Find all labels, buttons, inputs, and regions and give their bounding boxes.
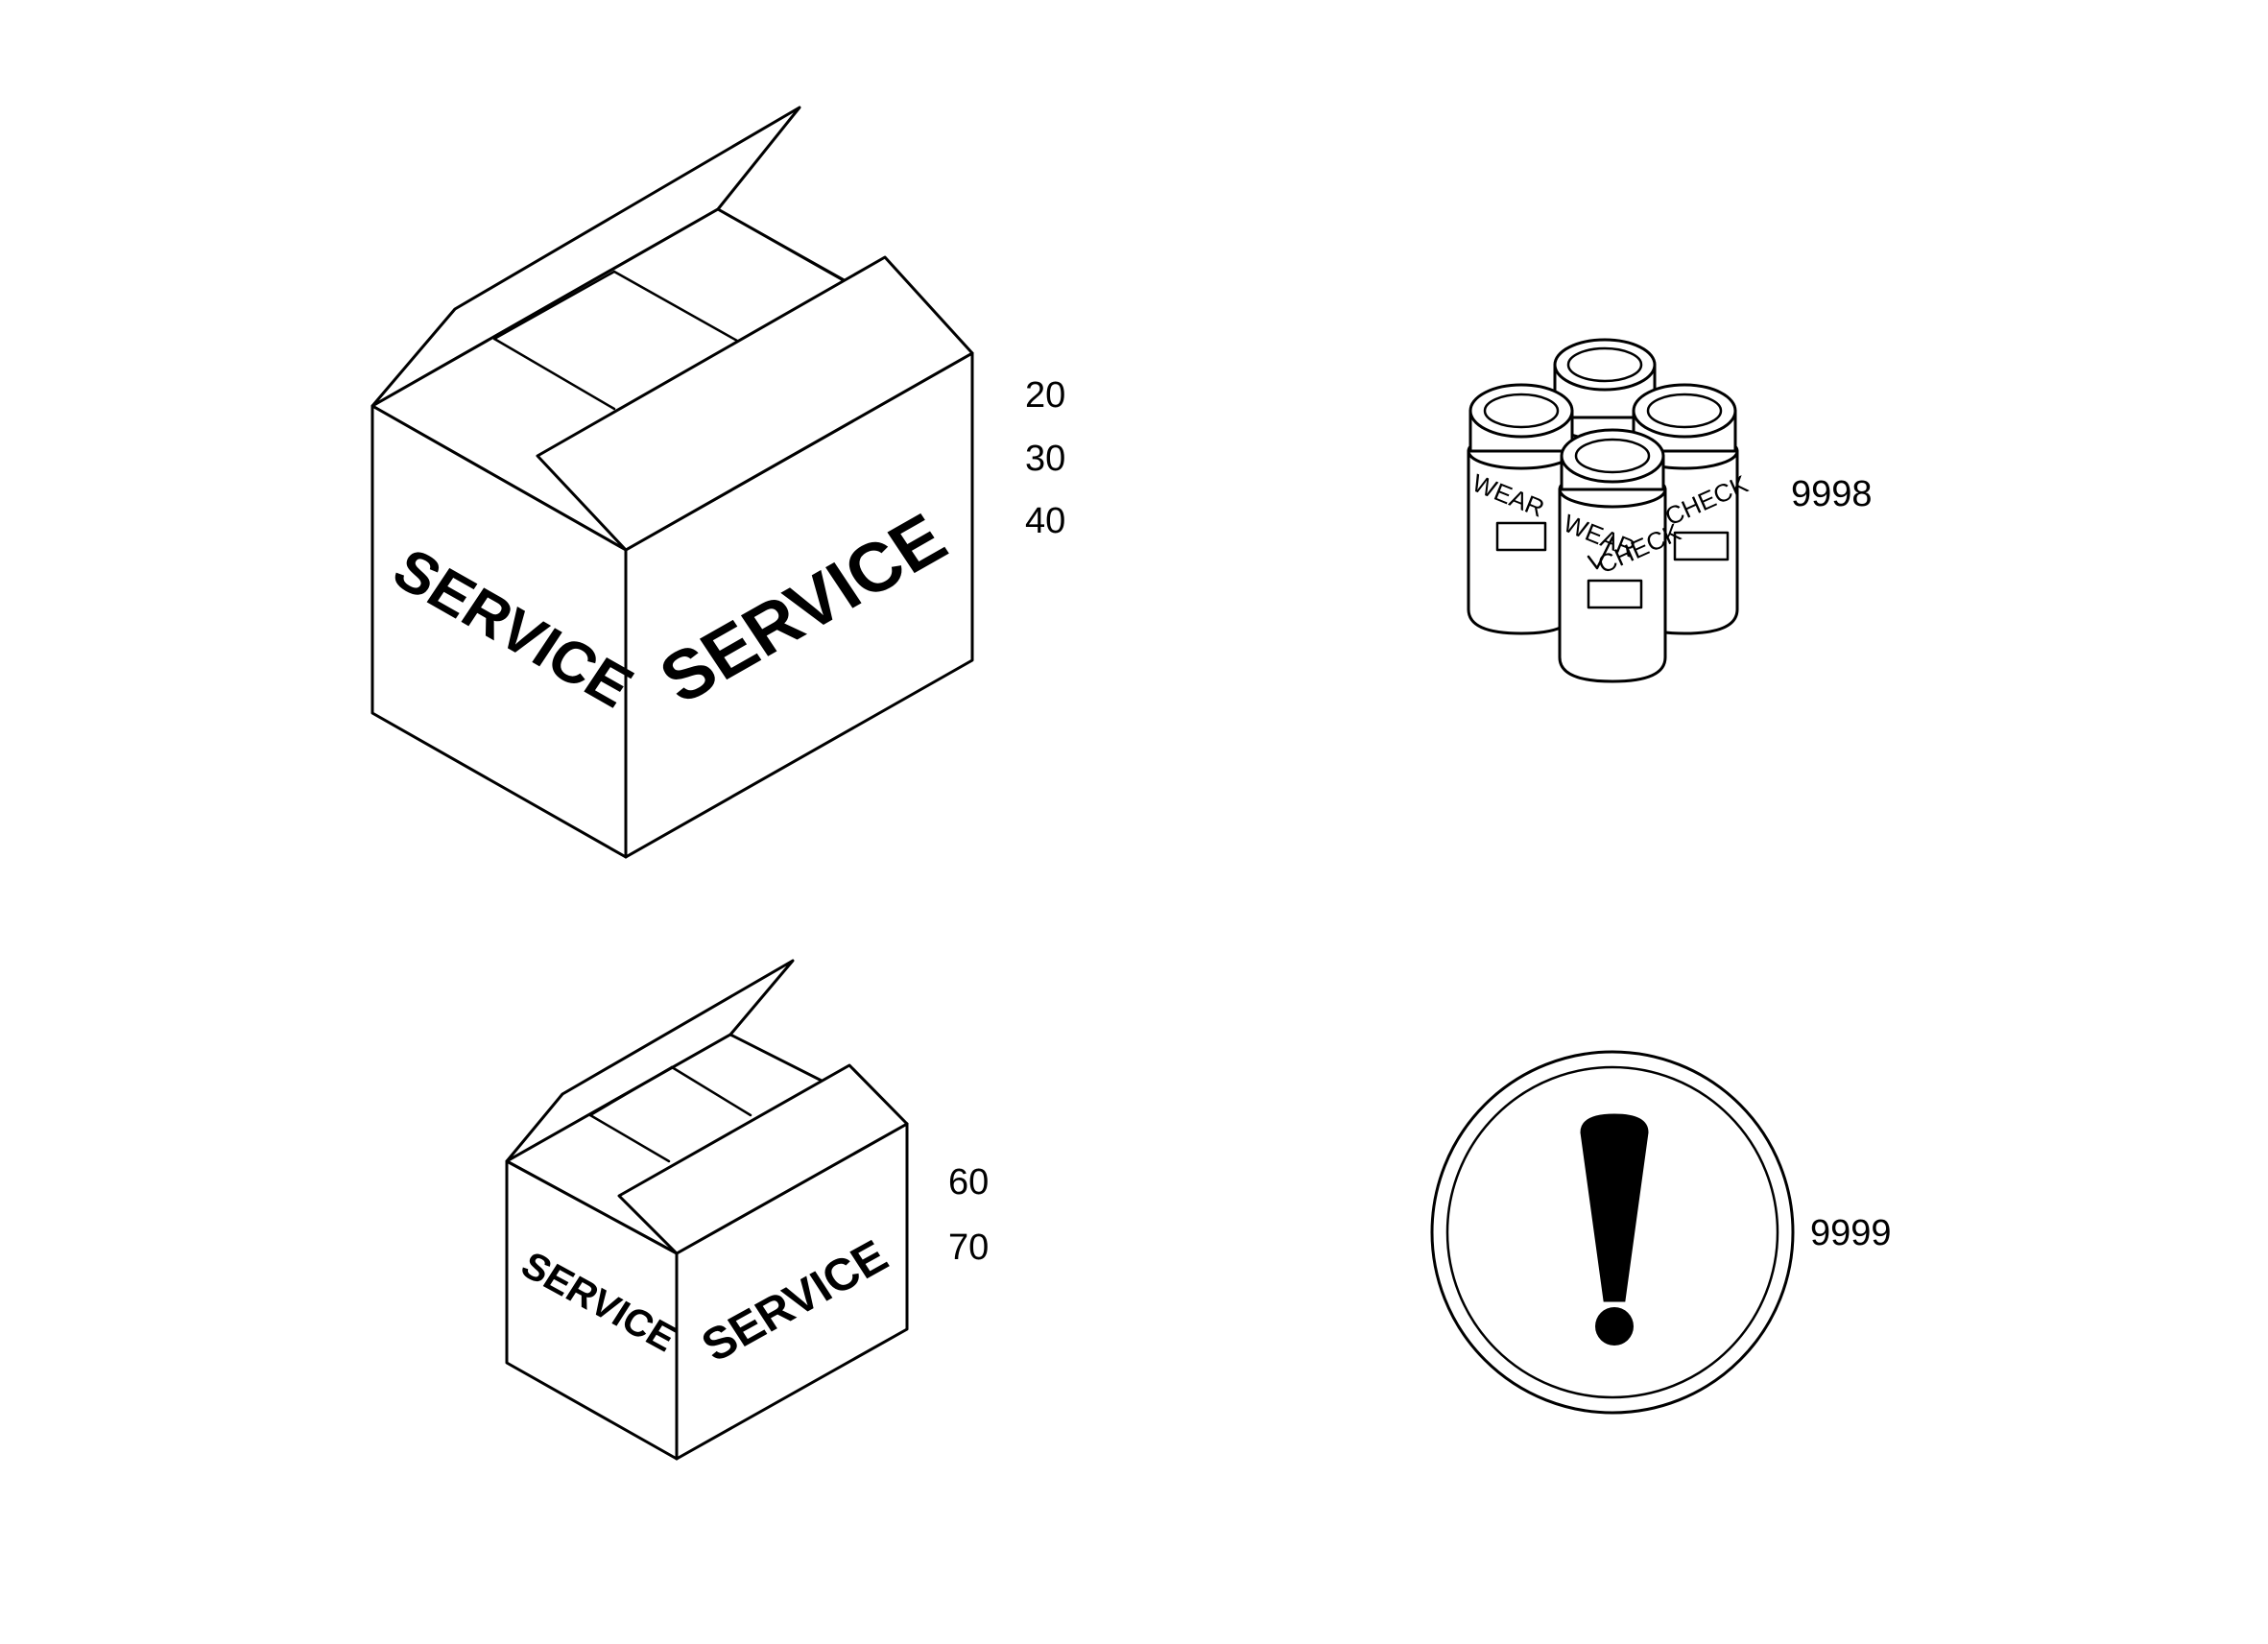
callout-60: 60 (948, 1162, 989, 1203)
small-box-crease-2 (670, 1065, 752, 1117)
notice-inner-ring (1445, 1065, 1779, 1399)
small-box-front-flap (617, 1063, 909, 1255)
bottle-front: WEAR CHECK (1558, 428, 1685, 683)
bottle-left: WEAR (1467, 383, 1576, 635)
large-box-crease-4 (716, 207, 847, 282)
small-box-crease-1 (588, 1065, 674, 1117)
small-box-crease-3 (588, 1113, 671, 1163)
callout-9998: 9998 (1791, 474, 1873, 514)
exclamation-icon (1580, 1113, 1649, 1346)
large-box-crease-1 (492, 270, 616, 341)
large-box-front-flap (536, 255, 974, 552)
callout-20: 20 (1025, 375, 1065, 416)
callout-40: 40 (1025, 501, 1065, 541)
callout-9999: 9999 (1810, 1213, 1892, 1253)
large-box-crease-2 (612, 270, 739, 343)
large-box-crease-3 (492, 337, 616, 411)
large-service-box: SERVICE SERVICE (370, 106, 974, 859)
small-service-box: SERVICE SERVICE (505, 959, 909, 1461)
callout-30: 30 (1025, 439, 1065, 479)
check-mark-icon (1587, 536, 1614, 570)
notice-symbol (1430, 1050, 1795, 1415)
sample-bottles: WEAR CHECK WEAR CHECK (1467, 338, 1753, 683)
callout-70: 70 (948, 1227, 989, 1268)
